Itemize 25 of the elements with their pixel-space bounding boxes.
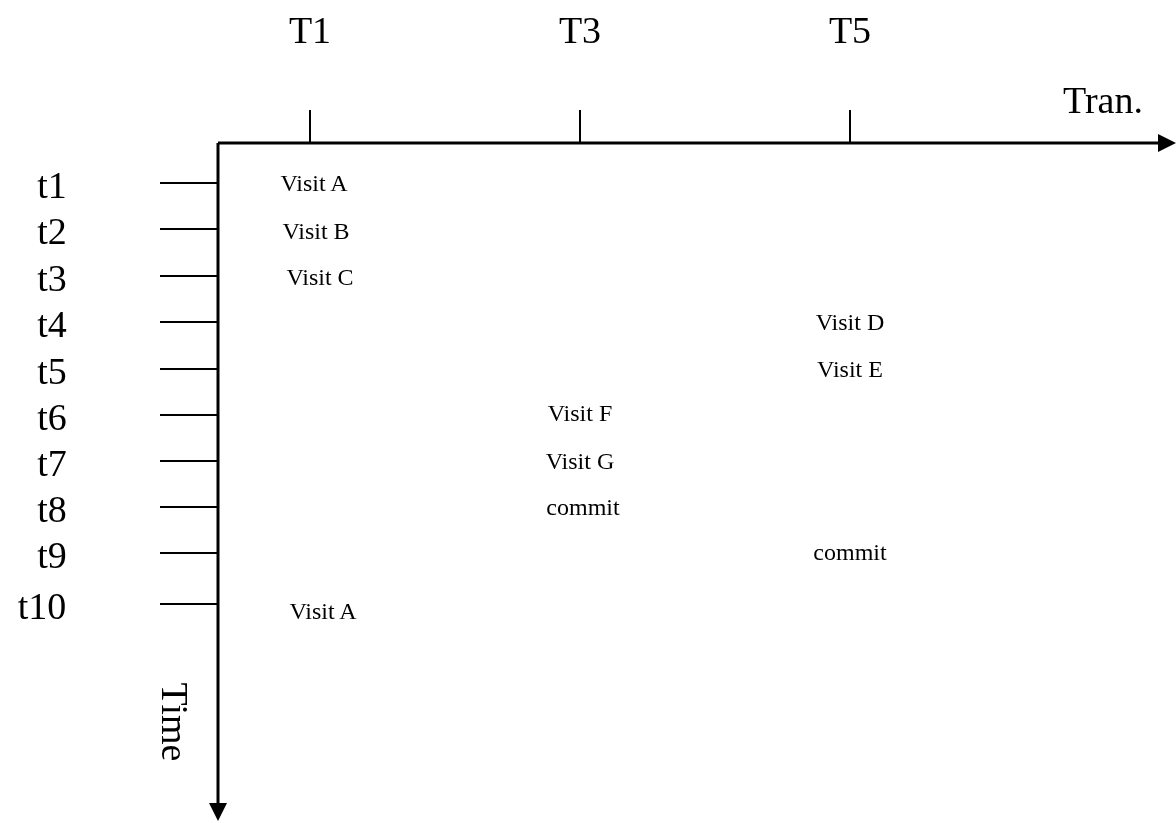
row-label: t6 (37, 398, 67, 436)
row-label: t9 (37, 536, 67, 574)
operation-text: Visit F (547, 401, 613, 425)
row-label: t2 (37, 212, 67, 250)
operation-text: commit (813, 540, 887, 564)
operation-text: Visit D (815, 310, 885, 334)
operation-text: Visit E (817, 357, 883, 381)
operation-text: Visit G (545, 449, 615, 473)
column-header: T5 (828, 11, 872, 49)
row-label: t7 (37, 444, 67, 482)
operation-text: Visit C (286, 265, 354, 289)
operation-text: Visit A (280, 171, 348, 195)
operation-text: Visit A (289, 599, 357, 623)
row-label: t10 (17, 587, 67, 625)
row-label: t8 (37, 490, 67, 528)
axis-label: Time (156, 682, 194, 762)
operation-text: commit (546, 495, 620, 519)
row-label: t5 (37, 352, 67, 390)
row-label: t3 (37, 259, 67, 297)
column-header: T1 (288, 11, 332, 49)
row-label: t4 (37, 305, 67, 343)
column-header: T3 (558, 11, 602, 49)
operation-text: Visit B (282, 219, 350, 243)
axis-label: Tran. (1063, 81, 1143, 119)
row-label: t1 (37, 166, 67, 204)
